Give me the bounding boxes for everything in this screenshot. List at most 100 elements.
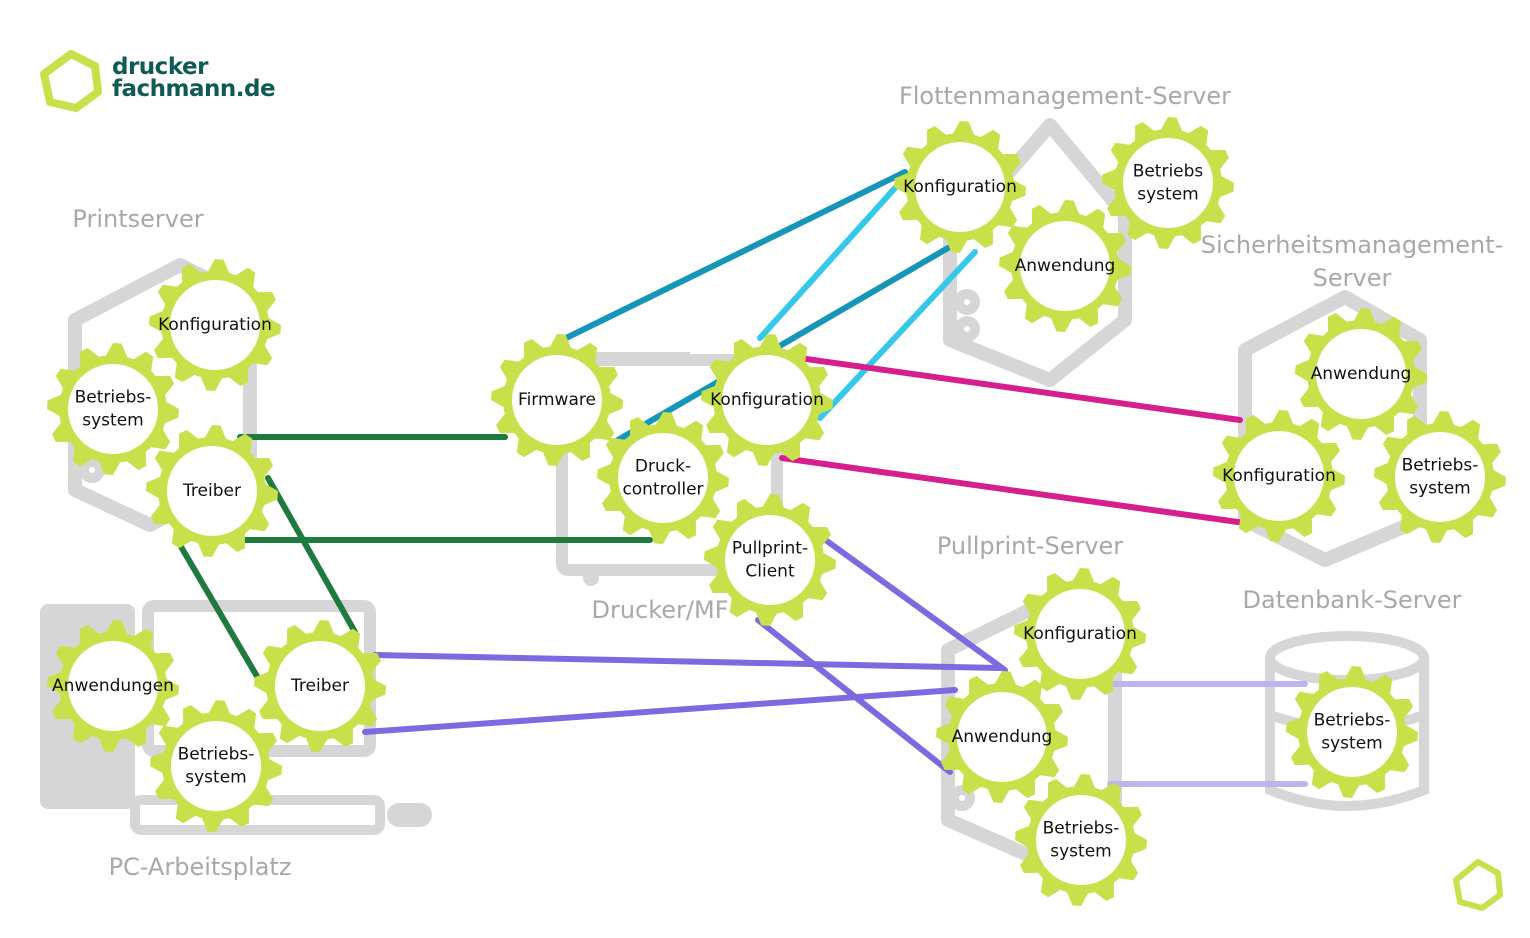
gear-pr_pull: Pullprint- Client <box>704 494 836 626</box>
fleet-server-silhouette <box>943 118 1132 387</box>
gear-pc_treiber: Treiber <box>254 620 386 752</box>
link-pr_pull-pp_anw <box>817 533 1008 673</box>
gear-pp_konf: Konfiguration <box>1014 568 1146 700</box>
component-label-sec_bs-line-2: system <box>1409 479 1470 499</box>
gear-hub <box>1036 795 1126 885</box>
gear-sec_konf: Konfiguration <box>1213 410 1345 542</box>
gear-fl_bs: Betriebs system <box>1102 117 1234 249</box>
gear-hub <box>1020 221 1110 311</box>
component-label-fl_bs-line-2: system <box>1137 185 1198 205</box>
gear-hub <box>618 433 708 523</box>
component-label-pr_konf: Konfiguration <box>710 390 824 410</box>
gear-pp_anw: Anwendung <box>936 671 1068 803</box>
component-label-pr_firmware: Firmware <box>518 390 596 410</box>
device-label-security-line-2: Server <box>1313 264 1392 292</box>
component-label-ps_bs: Betriebs- <box>75 388 152 408</box>
gear-hub <box>1234 431 1324 521</box>
gear-sec_bs: Betriebs-system <box>1374 411 1506 543</box>
gear-hub <box>722 355 812 445</box>
gear-hub <box>1307 687 1397 777</box>
component-label-fl_konf: Konfiguration <box>903 177 1017 197</box>
gear-hub <box>915 142 1005 232</box>
device-label-pullprint: Pullprint-Server <box>937 532 1123 560</box>
gear-hub <box>957 692 1047 782</box>
component-gears: KonfigurationBetriebs-systemTreiberAnwen… <box>47 117 1506 906</box>
component-label-db_bs: Betriebs- <box>1314 711 1391 731</box>
link-pr_konf-sec_konf <box>789 354 1243 423</box>
component-label-sec_konf: Konfiguration <box>1222 466 1336 486</box>
gear-hub <box>1395 432 1485 522</box>
gear-hub <box>171 721 261 811</box>
gear-fl_konf: Konfiguration <box>894 121 1026 253</box>
component-label-pp_bs-line-2: system <box>1050 842 1111 862</box>
link-ps_treiber-pc_treiber <box>177 542 261 681</box>
link-pr_pull-pp_anw <box>755 617 953 775</box>
link-pr_konf-sec_konf <box>779 455 1248 526</box>
device-label-printserver: Printserver <box>72 205 203 233</box>
gear-pp_bs: Betriebs-system <box>1015 774 1147 906</box>
brand-line-1: drucker <box>112 54 208 80</box>
brand-wordmark: drucker fachmann.de <box>112 54 276 102</box>
component-label-pr_pull: Pullprint- <box>732 539 808 559</box>
gear-hub <box>1316 329 1406 419</box>
gear-pr_konf: Konfiguration <box>701 334 833 466</box>
component-label-pc_anw: Anwendungen <box>52 676 174 696</box>
component-label-pc_bs-line-2: system <box>185 768 246 788</box>
component-label-pp_konf: Konfiguration <box>1023 624 1137 644</box>
brand-hexagon-icon <box>1453 859 1503 911</box>
brand-line-2: fachmann.de <box>112 76 276 102</box>
gear-hub <box>68 364 158 454</box>
gear-hub <box>167 446 257 536</box>
gear-ps_konf: Konfiguration <box>149 259 281 391</box>
component-label-pp_bs: Betriebs- <box>1043 819 1120 839</box>
component-label-pr_druck-line-2: controller <box>622 480 703 500</box>
link-pc_treiber-pp_anw <box>372 652 1003 671</box>
link-pr_konf-fl_konf <box>757 185 898 341</box>
gear-sec_anw: Anwendung <box>1295 308 1427 440</box>
component-label-ps_bs-line-2: system <box>82 411 143 431</box>
gear-hub <box>170 280 260 370</box>
gear-pr_firmware: Firmware <box>491 334 623 466</box>
link-pr_druck-fl_anw <box>615 245 951 443</box>
device-label-security: Sicherheitsmanagement- <box>1201 231 1504 259</box>
component-label-fl_anw: Anwendung <box>1015 256 1116 276</box>
device-label-fleet: Flottenmanagement-Server <box>899 82 1231 110</box>
device-label-database: Datenbank-Server <box>1243 586 1462 614</box>
component-label-sec_bs: Betriebs- <box>1402 456 1479 476</box>
link-pr_konf-fl_anw <box>817 249 978 421</box>
connection-lines <box>177 169 1308 787</box>
component-label-pr_druck: Druck- <box>635 457 691 477</box>
gear-hub <box>1035 589 1125 679</box>
gear-db_bs: Betriebs-system <box>1286 666 1418 798</box>
link-pr_firmware-fl_konf <box>559 169 908 343</box>
component-label-pc_bs: Betriebs- <box>178 745 255 765</box>
gear-hub <box>1123 138 1213 228</box>
printer-silhouette <box>556 352 783 586</box>
gear-hub <box>512 355 602 445</box>
component-label-fl_bs: Betriebs <box>1133 162 1204 182</box>
brand-hexagon-logo-icon <box>40 50 102 112</box>
link-pc_treiber-pp_anw <box>362 687 958 735</box>
gear-hub <box>725 515 815 605</box>
gear-ps_bs: Betriebs-system <box>47 343 179 475</box>
gear-fl_anw: Anwendung <box>999 200 1131 332</box>
component-label-pc_treiber: Treiber <box>290 676 349 696</box>
component-label-pr_pull-line-2: Client <box>745 562 795 582</box>
link-ps_treiber-pc_treiber <box>265 475 358 635</box>
gear-pc_bs: Betriebs-system <box>150 700 282 832</box>
gear-pr_druck: Druck-controller <box>597 412 729 544</box>
component-label-db_bs-line-2: system <box>1321 734 1382 754</box>
gear-ps_treiber: Treiber <box>146 425 278 557</box>
component-label-ps_treiber: Treiber <box>182 481 241 501</box>
gear-hub <box>68 641 158 731</box>
gear-pc_anw: Anwendungen <box>47 620 179 752</box>
gear-hub <box>275 641 365 731</box>
component-label-pp_anw: Anwendung <box>952 727 1053 747</box>
device-label-printer: Drucker/MF <box>591 596 728 624</box>
device-label-pc: PC-Arbeitsplatz <box>109 853 292 881</box>
component-label-ps_konf: Konfiguration <box>158 315 272 335</box>
brand-logo[interactable]: drucker fachmann.de <box>40 50 280 112</box>
component-label-sec_anw: Anwendung <box>1311 364 1412 384</box>
